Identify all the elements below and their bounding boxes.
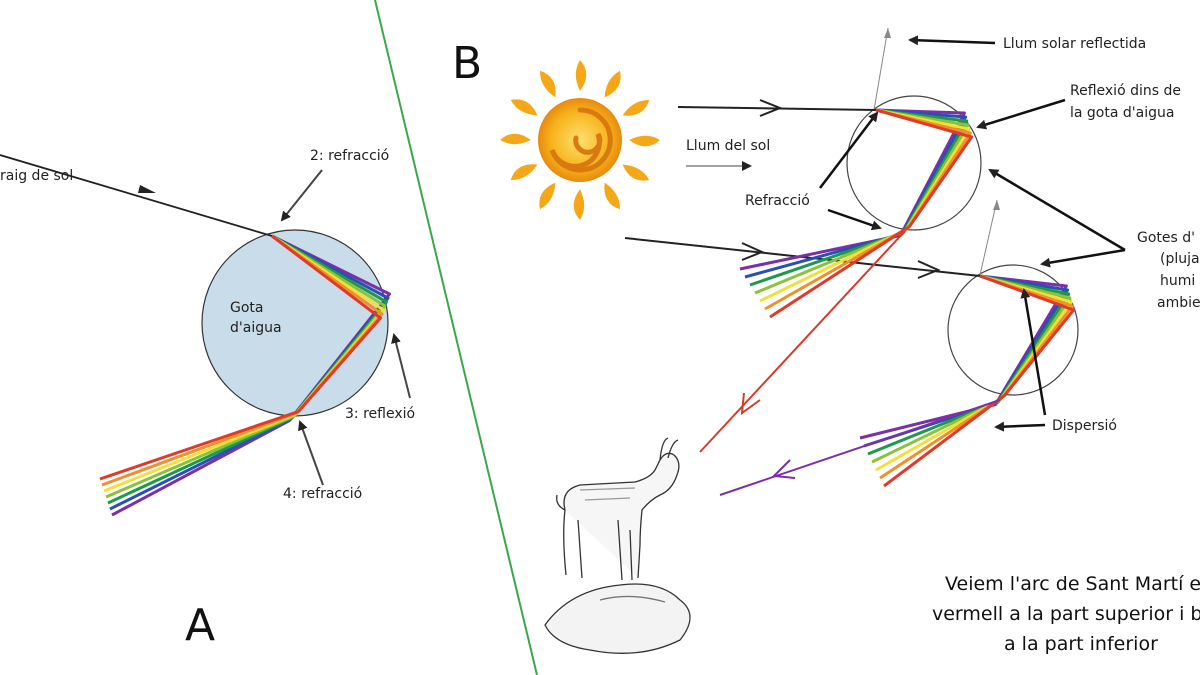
- label-refraction2: 4: refracció: [283, 486, 362, 502]
- sun-flame-ray: [604, 70, 621, 98]
- spectrum-lower-drop: [859, 274, 1076, 488]
- spectrum-b1-band: [744, 108, 968, 279]
- sun-flame-ray: [629, 135, 660, 147]
- label-drops-4: ambie: [1157, 295, 1200, 311]
- water-drop-lower: [947, 264, 1079, 396]
- sun-flame-ray: [500, 133, 531, 145]
- sun-flame-ray: [539, 70, 556, 98]
- conclusion-line1: Veiem l'arc de Sant Martí e: [945, 573, 1200, 595]
- label-internal-reflection-2: la gota d'aigua: [1070, 105, 1174, 121]
- refraction1-arrow: [280, 169, 323, 222]
- spectrum-b2-band: [883, 274, 1076, 488]
- reflected-label-arrow: [908, 35, 996, 46]
- label-drop-line1: Gota: [230, 300, 263, 316]
- spectrum-b1-band: [739, 108, 966, 271]
- sun-ray-in: [0, 154, 273, 237]
- spectrum-b2-band: [875, 274, 1073, 472]
- reflected-ray-lower: [979, 199, 998, 276]
- spectrum-b1-band: [754, 108, 970, 295]
- refraction-arrow-1: [819, 111, 879, 189]
- sun-flame-ray: [539, 182, 556, 210]
- sun-flame-ray: [510, 99, 538, 116]
- label-drops-3: humi: [1160, 273, 1195, 289]
- sun-flame-ray: [622, 99, 650, 116]
- sun-ray-arrowhead: [138, 185, 156, 193]
- spectrum-b1-band: [749, 108, 969, 287]
- label-refraction1: 2: refracció: [310, 148, 389, 164]
- label-drops-2: (pluja: [1160, 251, 1200, 267]
- reflection-arrow: [391, 333, 411, 399]
- sun-flame-ray: [510, 164, 538, 181]
- violet-ray-to-viewer: [719, 399, 1001, 496]
- label-internal-reflection-1: Reflexió dins de: [1070, 83, 1181, 99]
- chamois-illustration: [544, 437, 691, 654]
- sun-icon: [500, 60, 660, 220]
- panel-b: B: [452, 27, 1200, 655]
- label-refraction: Refracció: [745, 193, 810, 209]
- reflection-label-arrow: [976, 98, 1066, 130]
- label-dispersion: Dispersió: [1052, 418, 1117, 434]
- label-reflected-sunlight: Llum solar reflectida: [1003, 36, 1146, 52]
- dispersion-arrow-1: [1020, 288, 1047, 416]
- label-sunray: raig de sol: [0, 168, 73, 184]
- drops-arrow-2: [1040, 248, 1126, 268]
- refraction2-arrow: [298, 420, 324, 486]
- label-sunlight: Llum del sol: [686, 138, 770, 154]
- refraction-arrow-2: [827, 208, 882, 231]
- panel-a: raig de sol 2: refracció Gota d'aigua 3:…: [0, 148, 415, 651]
- label-drop-line2: d'aigua: [230, 320, 282, 336]
- water-drop-upper: [846, 95, 982, 231]
- conclusion-line3: a la part inferior: [1004, 633, 1158, 655]
- dispersion-arrow-2: [994, 421, 1046, 432]
- drops-arrow-1: [988, 168, 1126, 252]
- spectrum-a-band: [99, 234, 382, 481]
- spectrum-panel-a: [99, 234, 391, 517]
- panel-b-letter: B: [452, 38, 482, 89]
- panel-a-letter: A: [185, 600, 215, 651]
- panel-divider: [374, 0, 538, 675]
- sun-flame-ray: [622, 164, 650, 181]
- sun-flame-ray: [604, 182, 621, 210]
- spectrum-b1-band: [769, 108, 974, 319]
- spectrum-b1-band: [764, 108, 972, 311]
- spectrum-b2-band: [879, 274, 1074, 480]
- sun-flame-ray: [573, 189, 585, 220]
- reflected-ray-upper: [873, 27, 889, 111]
- spectrum-b1-band: [759, 108, 971, 303]
- label-drops-1: Gotes d': [1137, 230, 1195, 246]
- spectrum-upper-drop: [739, 108, 974, 319]
- red-ray-to-viewer: [699, 230, 906, 453]
- spectrum-b2-band: [859, 274, 1068, 440]
- label-reflection: 3: reflexió: [345, 406, 415, 422]
- conclusion-line2: vermell a la part superior i b: [932, 603, 1200, 625]
- sun-flame-ray: [575, 60, 587, 91]
